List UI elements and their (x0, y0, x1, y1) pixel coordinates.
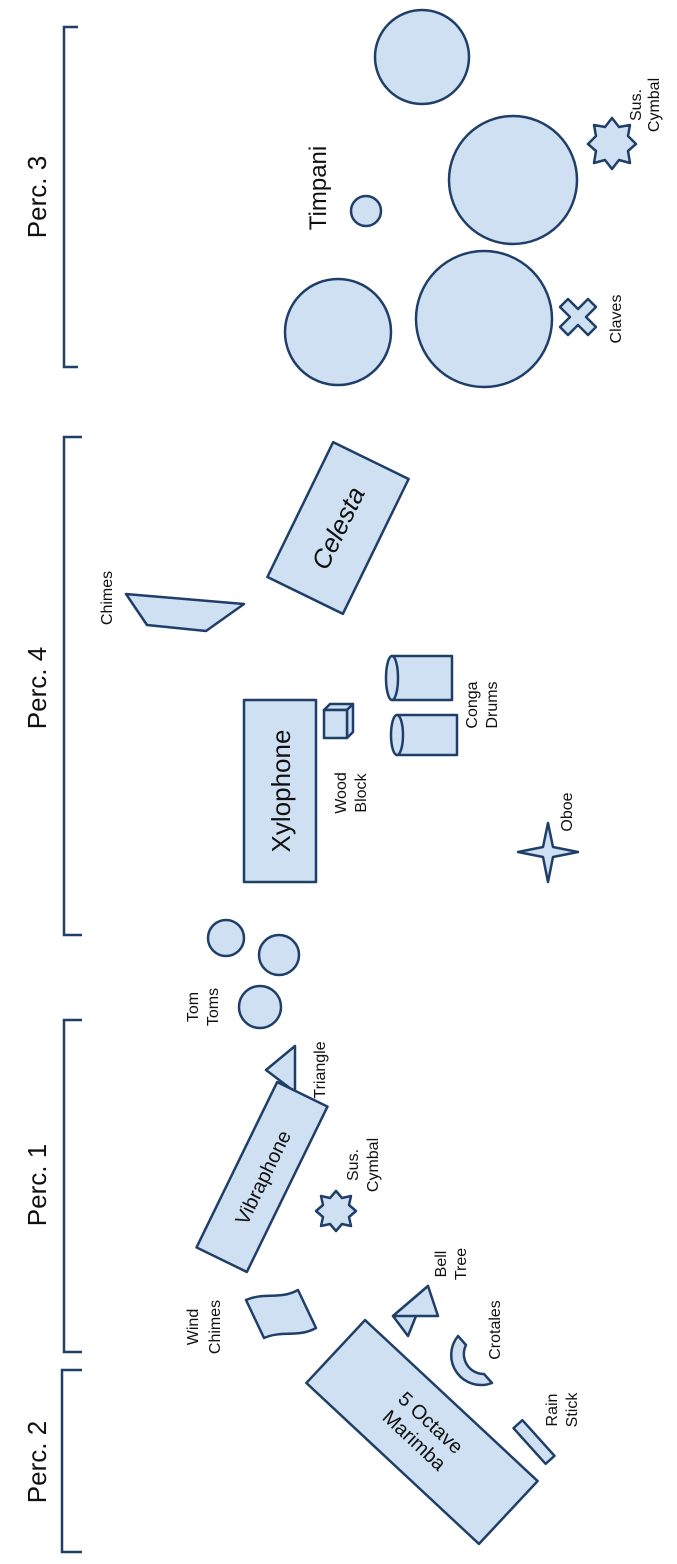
label-chimes: Chimes (99, 571, 116, 625)
label-bell-tree: Bell Tree (433, 1248, 470, 1280)
section-label-perc1: Perc. 1 (22, 1144, 52, 1226)
svg-text:Chimes: Chimes (207, 1300, 224, 1354)
svg-text:Drums: Drums (484, 681, 501, 728)
conga-drum-2 (389, 713, 459, 757)
svg-text:Toms: Toms (205, 988, 222, 1026)
label-sus-cymbal-mid: Sus. Cymbal (345, 1138, 382, 1192)
svg-text:Sus.: Sus. (345, 1149, 362, 1181)
section-label-perc4: Perc. 4 (22, 647, 52, 729)
label-crotales: Crotales (487, 1300, 504, 1360)
tom-tom-3 (237, 984, 283, 1030)
sus-cymbal-mid-icon (314, 1189, 358, 1233)
xylophone: Xylophone (242, 698, 318, 884)
bell-tree-icon (391, 1284, 440, 1338)
svg-text:Tree: Tree (453, 1248, 470, 1280)
timpani-drum-3 (414, 249, 554, 389)
chimes-icon (124, 592, 246, 633)
bracket-perc1 (62, 1018, 82, 1354)
bracket-perc3 (62, 25, 78, 369)
svg-text:Sus.: Sus. (628, 89, 645, 121)
section-label-perc3: Perc. 3 (22, 156, 52, 238)
bracket-perc4 (62, 435, 82, 937)
svg-text:Bell: Bell (433, 1251, 450, 1278)
label-tom-toms: Tom Toms (185, 988, 222, 1026)
svg-text:Wood: Wood (333, 772, 350, 814)
marimba: 5 Octave Marimba (305, 1318, 539, 1546)
triangle-icon (264, 1044, 297, 1094)
svg-text:Wind: Wind (185, 1309, 202, 1345)
label-oboe: Oboe (559, 792, 576, 831)
timpani-small-drum (349, 194, 383, 228)
sus-cymbal-top-icon (586, 116, 638, 171)
crotales-icon (449, 1334, 494, 1387)
bracket-perc2 (60, 1368, 82, 1554)
label-triangle: Triangle (312, 1041, 329, 1098)
tom-tom-2 (257, 933, 301, 977)
label-rain-stick: Rain Stick (544, 1392, 581, 1428)
label-wind-chimes: Wind Chimes (185, 1300, 224, 1354)
vibraphone: Vibraphone (195, 1080, 329, 1274)
tom-tom-1 (206, 918, 246, 958)
claves-icon (558, 297, 598, 337)
label-xylophone: Xylophone (266, 730, 296, 853)
timpani-drum-4 (283, 277, 393, 387)
timpani-drum-2 (447, 114, 579, 246)
label-conga-drums: Conga Drums (464, 681, 501, 728)
svg-text:Rain: Rain (544, 1394, 561, 1427)
conga-drum-1 (384, 654, 454, 702)
wood-block-icon (322, 702, 355, 740)
svg-text:Conga: Conga (464, 681, 481, 728)
oboe-icon (516, 821, 580, 884)
rain-stick-icon (512, 1418, 556, 1466)
wind-chimes-icon (244, 1288, 318, 1340)
label-sus-cymbal-top: Sus. Cymbal (628, 78, 663, 132)
label-claves: Claves (608, 295, 625, 344)
section-label-perc2: Perc. 2 (22, 1421, 52, 1503)
label-timpani: Timpani (305, 146, 332, 230)
svg-text:Stick: Stick (564, 1392, 581, 1428)
timpani-drum-1 (373, 8, 471, 106)
label-wood-block: Wood Block (333, 772, 370, 814)
svg-text:Tom: Tom (185, 992, 202, 1022)
celesta: Celesta (266, 440, 410, 616)
svg-text:Cymbal: Cymbal (365, 1138, 382, 1192)
svg-text:Cymbal: Cymbal (646, 78, 663, 132)
svg-text:Block: Block (353, 772, 370, 812)
